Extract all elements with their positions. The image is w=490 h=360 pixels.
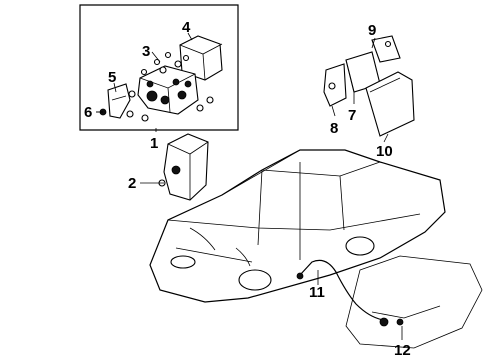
callout-1: 1 xyxy=(150,135,158,152)
callout-3: 3 xyxy=(142,43,150,60)
rear-suspension-part xyxy=(345,255,483,349)
callout-7: 7 xyxy=(348,107,356,124)
callout-9: 9 xyxy=(368,22,376,39)
callout-2: 2 xyxy=(128,175,136,192)
exploded-view-frame xyxy=(79,4,239,131)
callout-12: 12 xyxy=(394,342,411,359)
hydraulic-cover-part xyxy=(179,35,223,81)
callout-10: 10 xyxy=(376,143,393,160)
callout-6: 6 xyxy=(84,104,92,121)
bracket-part xyxy=(96,83,131,119)
wheel-sensor-harness-part xyxy=(296,259,385,321)
leader-lines xyxy=(96,32,403,340)
pump-motor-part xyxy=(158,133,209,201)
hydraulic-unit-part xyxy=(121,51,214,122)
callout-4: 4 xyxy=(182,19,191,36)
callout-8: 8 xyxy=(330,120,338,137)
callouts: 1 2 3 4 5 6 7 8 9 10 11 12 xyxy=(84,19,411,359)
control-module-part xyxy=(323,35,401,107)
callout-5: 5 xyxy=(108,69,116,86)
callout-11: 11 xyxy=(309,284,325,301)
car-outline xyxy=(149,149,446,303)
module-cover-part xyxy=(365,71,415,137)
